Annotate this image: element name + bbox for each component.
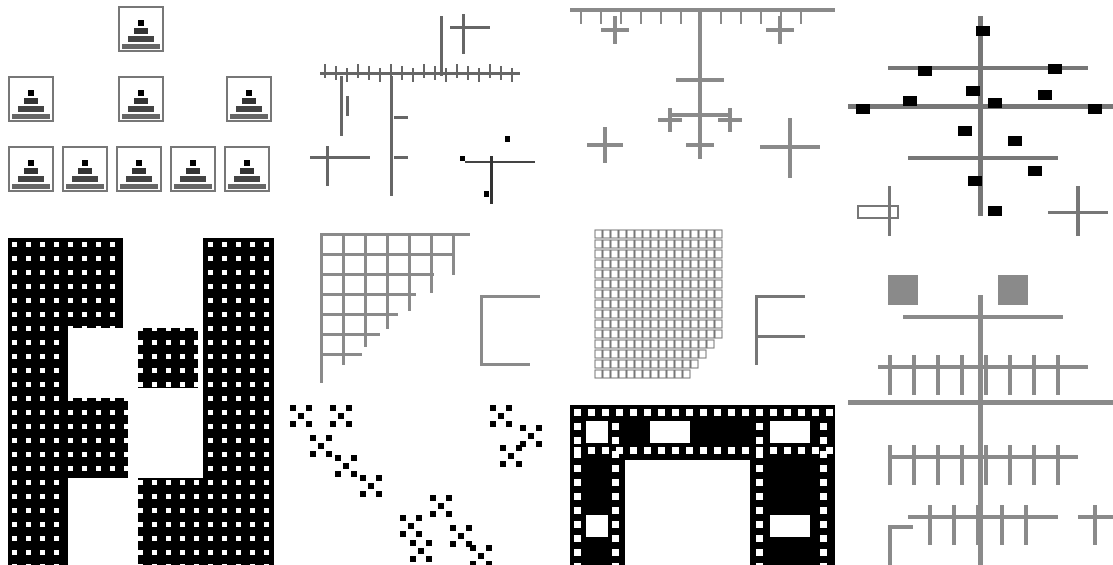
column-pattern-tile	[8, 238, 274, 565]
diagonal-x-tile	[290, 405, 552, 565]
grid-triangle-tile	[570, 225, 835, 390]
black-gray-cross-image	[848, 6, 1113, 250]
staircase-tree-image	[290, 225, 552, 390]
grid-triangle-image	[570, 225, 835, 390]
diagonal-x-image	[290, 405, 552, 565]
column-pattern-image	[8, 238, 274, 565]
gray-tree-image	[848, 275, 1113, 565]
boxes-tree-image	[8, 6, 274, 204]
branching-tree-image	[290, 6, 552, 204]
cross-fractal-tile	[570, 0, 835, 200]
gray-tree-tile	[848, 275, 1113, 565]
black-gray-cross-tile	[848, 6, 1113, 250]
staircase-tree-tile	[290, 225, 552, 390]
branching-tree-tile	[290, 6, 552, 204]
sierpinski-carpet-tile	[570, 405, 835, 565]
sierpinski-carpet-image	[570, 405, 835, 565]
cross-fractal-image	[570, 0, 835, 200]
boxes-tree-tile	[8, 6, 274, 204]
